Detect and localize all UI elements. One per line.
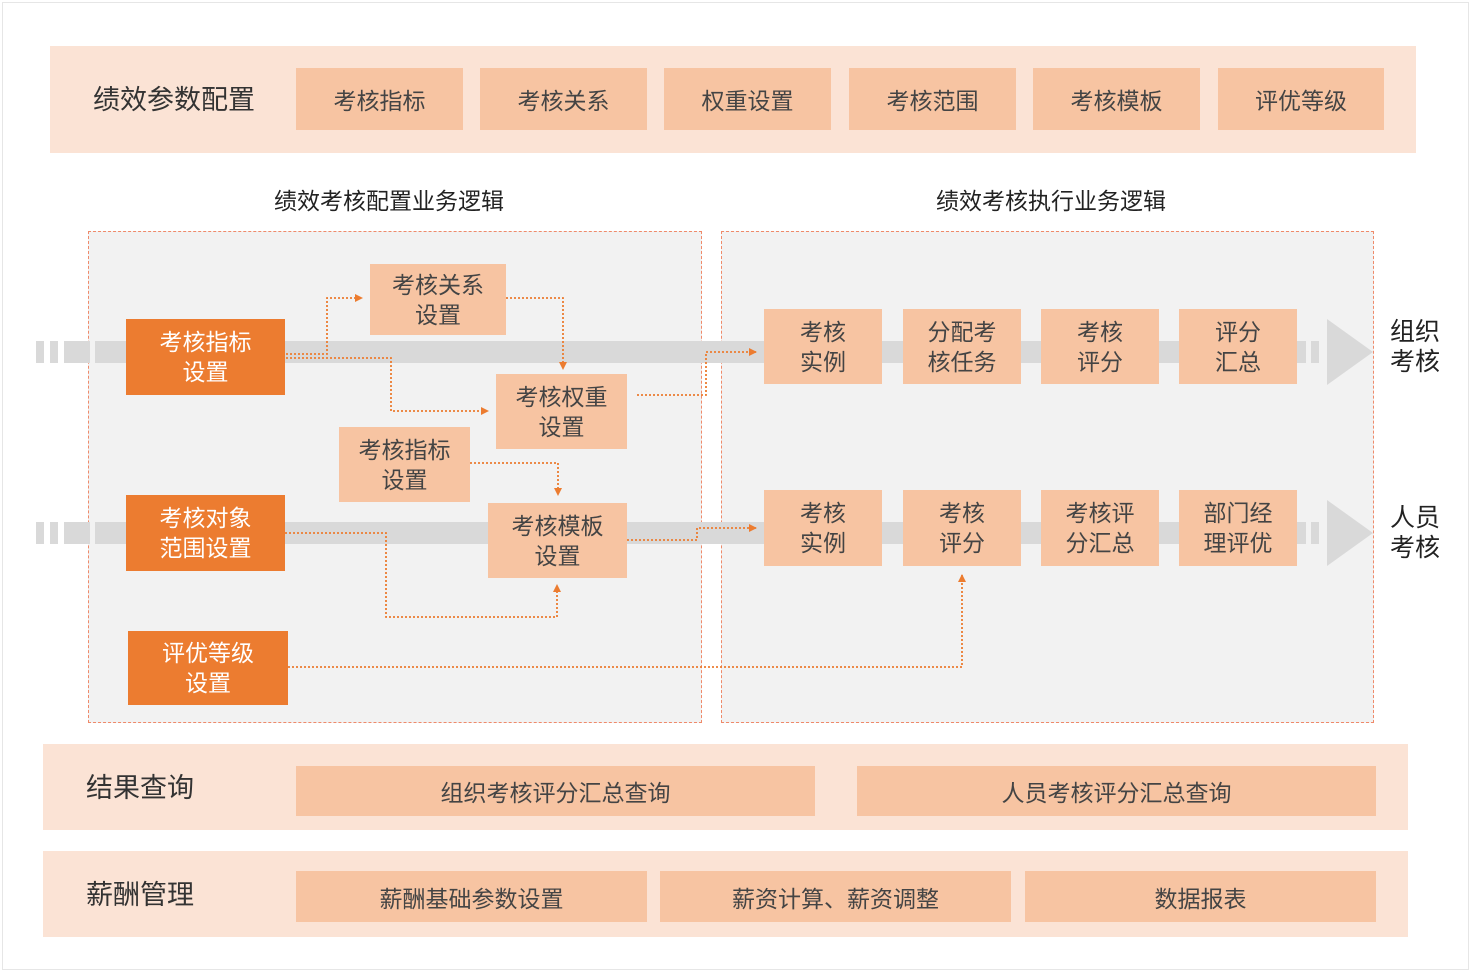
- node-relation-setup[interactable]: 考核关系 设置: [370, 264, 506, 335]
- connector-weight-to-org-instance: [637, 348, 757, 396]
- connector-rating-to-person-score: [288, 574, 966, 668]
- param-chip-rating[interactable]: 评优等级: [1218, 68, 1384, 130]
- salary-base-params[interactable]: 薪酬基础参数设置: [296, 871, 647, 922]
- org-row-label: 组织 考核: [1389, 318, 1440, 376]
- result-org-query[interactable]: 组织考核评分汇总查询: [296, 766, 815, 816]
- config-logic-title: 绩效考核配置业务逻辑: [274, 188, 504, 214]
- node-weight-setup[interactable]: 考核权重 设置: [496, 374, 627, 449]
- salary-title: 薪酬管理: [86, 880, 194, 910]
- param-chip-scope[interactable]: 考核范围: [849, 68, 1016, 130]
- connector-indicator-to-relation: [286, 294, 363, 355]
- connector-relation-to-weight: [506, 297, 567, 370]
- org-step-instance[interactable]: 考核 实例: [764, 309, 882, 384]
- org-step-summary[interactable]: 评分 汇总: [1179, 309, 1297, 384]
- node-template-setup[interactable]: 考核模板 设置: [488, 503, 627, 578]
- org-step-assign-task[interactable]: 分配考 核任务: [903, 309, 1021, 384]
- connector-subindicator-to-template: [470, 462, 562, 496]
- params-title: 绩效参数配置: [93, 85, 255, 115]
- person-step-summary[interactable]: 考核评 分汇总: [1041, 490, 1159, 566]
- result-person-query[interactable]: 人员考核评分汇总查询: [857, 766, 1376, 816]
- salary-calc-adjust[interactable]: 薪资计算、薪资调整: [660, 871, 1011, 922]
- exec-logic-title: 绩效考核执行业务逻辑: [936, 188, 1166, 214]
- param-chip-relation[interactable]: 考核关系: [480, 68, 647, 130]
- person-step-score[interactable]: 考核 评分: [903, 490, 1021, 566]
- connector-template-to-person-instance: [627, 524, 757, 541]
- connector-scope-to-template: [285, 532, 561, 618]
- results-title: 结果查询: [86, 773, 194, 803]
- node-scope-setup[interactable]: 考核对象 范围设置: [126, 495, 285, 571]
- param-chip-weight[interactable]: 权重设置: [664, 68, 831, 130]
- org-step-score[interactable]: 考核 评分: [1041, 309, 1159, 384]
- node-indicator-setup[interactable]: 考核指标 设置: [126, 319, 285, 395]
- salary-data-report[interactable]: 数据报表: [1025, 871, 1376, 922]
- node-sub-indicator-setup[interactable]: 考核指标 设置: [339, 427, 470, 502]
- connector-indicator-to-weight: [286, 357, 489, 415]
- person-step-instance[interactable]: 考核 实例: [764, 490, 882, 566]
- node-rating-level-setup[interactable]: 评优等级 设置: [128, 631, 288, 705]
- person-step-manager-rating[interactable]: 部门经 理评优: [1179, 490, 1297, 566]
- param-chip-indicator[interactable]: 考核指标: [296, 68, 463, 130]
- param-chip-template[interactable]: 考核模板: [1033, 68, 1200, 130]
- person-row-label: 人员 考核: [1389, 504, 1440, 562]
